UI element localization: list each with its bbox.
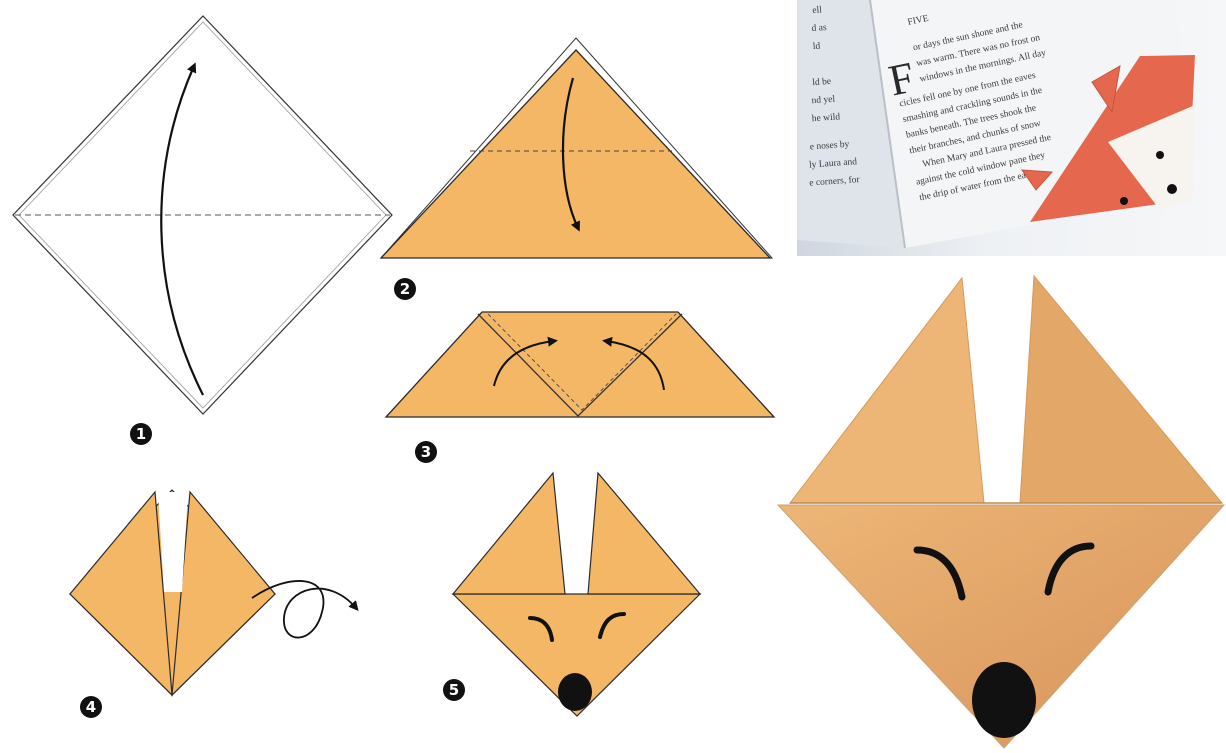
orange-triangle	[381, 50, 770, 258]
svg-text:he wild: he wild	[812, 112, 841, 124]
svg-text:2: 2	[400, 280, 410, 298]
turn-over-arrow-icon	[252, 581, 356, 638]
photo-right-ear	[1020, 276, 1222, 503]
bookmark-photo: ell d as ld ld be nd yel he wild e noses…	[797, 0, 1226, 256]
photo-fox-nose	[972, 662, 1036, 738]
bookmark-nose	[1167, 184, 1177, 194]
svg-text:5: 5	[449, 681, 459, 699]
step-1-badge: 1	[130, 423, 152, 445]
svg-text:1: 1	[136, 425, 146, 443]
step-1-diagram: 1	[13, 16, 392, 445]
svg-text:ld be: ld be	[812, 77, 831, 88]
bookmark-eye-2	[1120, 197, 1128, 205]
step-2-diagram: 2	[381, 38, 772, 300]
photo-left-ear	[790, 278, 984, 503]
fox-right-ear	[588, 473, 700, 594]
svg-text:3: 3	[421, 443, 431, 461]
bookmark-eye-1	[1156, 151, 1164, 159]
svg-text:ell: ell	[812, 5, 823, 16]
step-3-diagram: 3	[386, 312, 774, 463]
svg-text:nd yel: nd yel	[811, 95, 835, 107]
orange-trapezoid	[386, 312, 774, 417]
left-ear-flap	[70, 492, 172, 695]
step-4-badge: 4	[80, 696, 102, 718]
fox-nose	[558, 673, 592, 711]
step-3-badge: 3	[415, 441, 437, 463]
step-5-badge: 5	[443, 679, 465, 701]
svg-text:ld: ld	[813, 41, 821, 52]
step-4-diagram: 4	[70, 490, 356, 718]
step-2-badge: 2	[394, 278, 416, 300]
svg-text:4: 4	[86, 698, 96, 716]
step-5-diagram: 5	[443, 473, 700, 716]
finished-fox-photo	[778, 276, 1224, 748]
svg-text:d as: d as	[811, 23, 827, 34]
fox-left-ear	[453, 473, 565, 594]
